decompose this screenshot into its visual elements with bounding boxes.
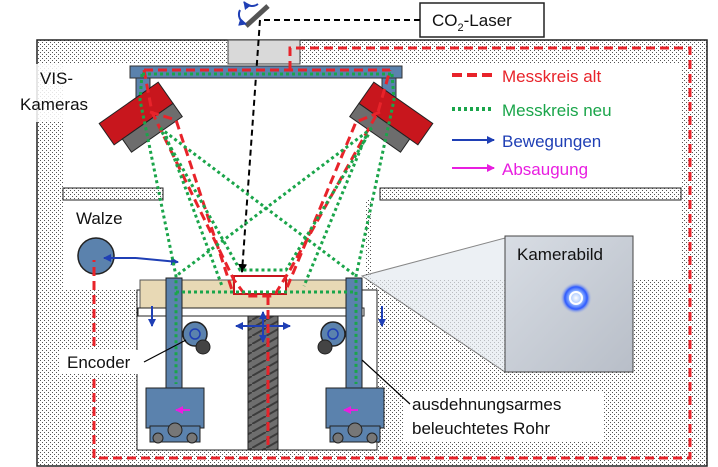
suction-unit-right [325, 387, 385, 444]
legend: Messkreis alt Messkreis neu Bewegungen A… [452, 67, 612, 179]
laser-window [227, 39, 301, 65]
co2-laser-box [419, 2, 545, 38]
suction-unit-left [145, 387, 205, 444]
messkreis-neu-path [138, 72, 396, 384]
laser-mirror [237, 1, 270, 28]
encoder-leader [143, 339, 187, 363]
camera-bridge [129, 65, 403, 79]
kamerabild-label: Kamerabild [517, 245, 603, 264]
tube-left [165, 277, 183, 397]
tube-label-line1: ausdehnungsarmes [412, 395, 561, 414]
legend-label-neu: Messkreis neu [502, 101, 612, 120]
vis-cameras-label-line2: Kameras [20, 95, 88, 114]
vis-cameras-label-line1: VIS- [40, 69, 73, 88]
encoder-label: Encoder [67, 353, 131, 372]
laser-beam [238, 19, 420, 273]
tube-leader [361, 359, 411, 405]
walze-label: Walze [76, 209, 123, 228]
tube-label-line2: beleuchtetes Rohr [412, 419, 550, 438]
walze-roller [77, 237, 115, 275]
legend-label-absaugung: Absaugung [502, 160, 588, 179]
legend-label-alt: Messkreis alt [502, 67, 601, 86]
vis-camera-right [349, 81, 434, 153]
legend-label-bewegungen: Bewegungen [502, 132, 601, 151]
movement-arrows [103, 254, 386, 343]
encoder-left [182, 321, 211, 355]
laser-spot-glow [560, 282, 592, 314]
work-area-marker [233, 275, 287, 295]
co2-laser-label: CO2-Laser [432, 11, 512, 34]
tube-right [345, 277, 363, 397]
encoder-right [317, 321, 346, 355]
